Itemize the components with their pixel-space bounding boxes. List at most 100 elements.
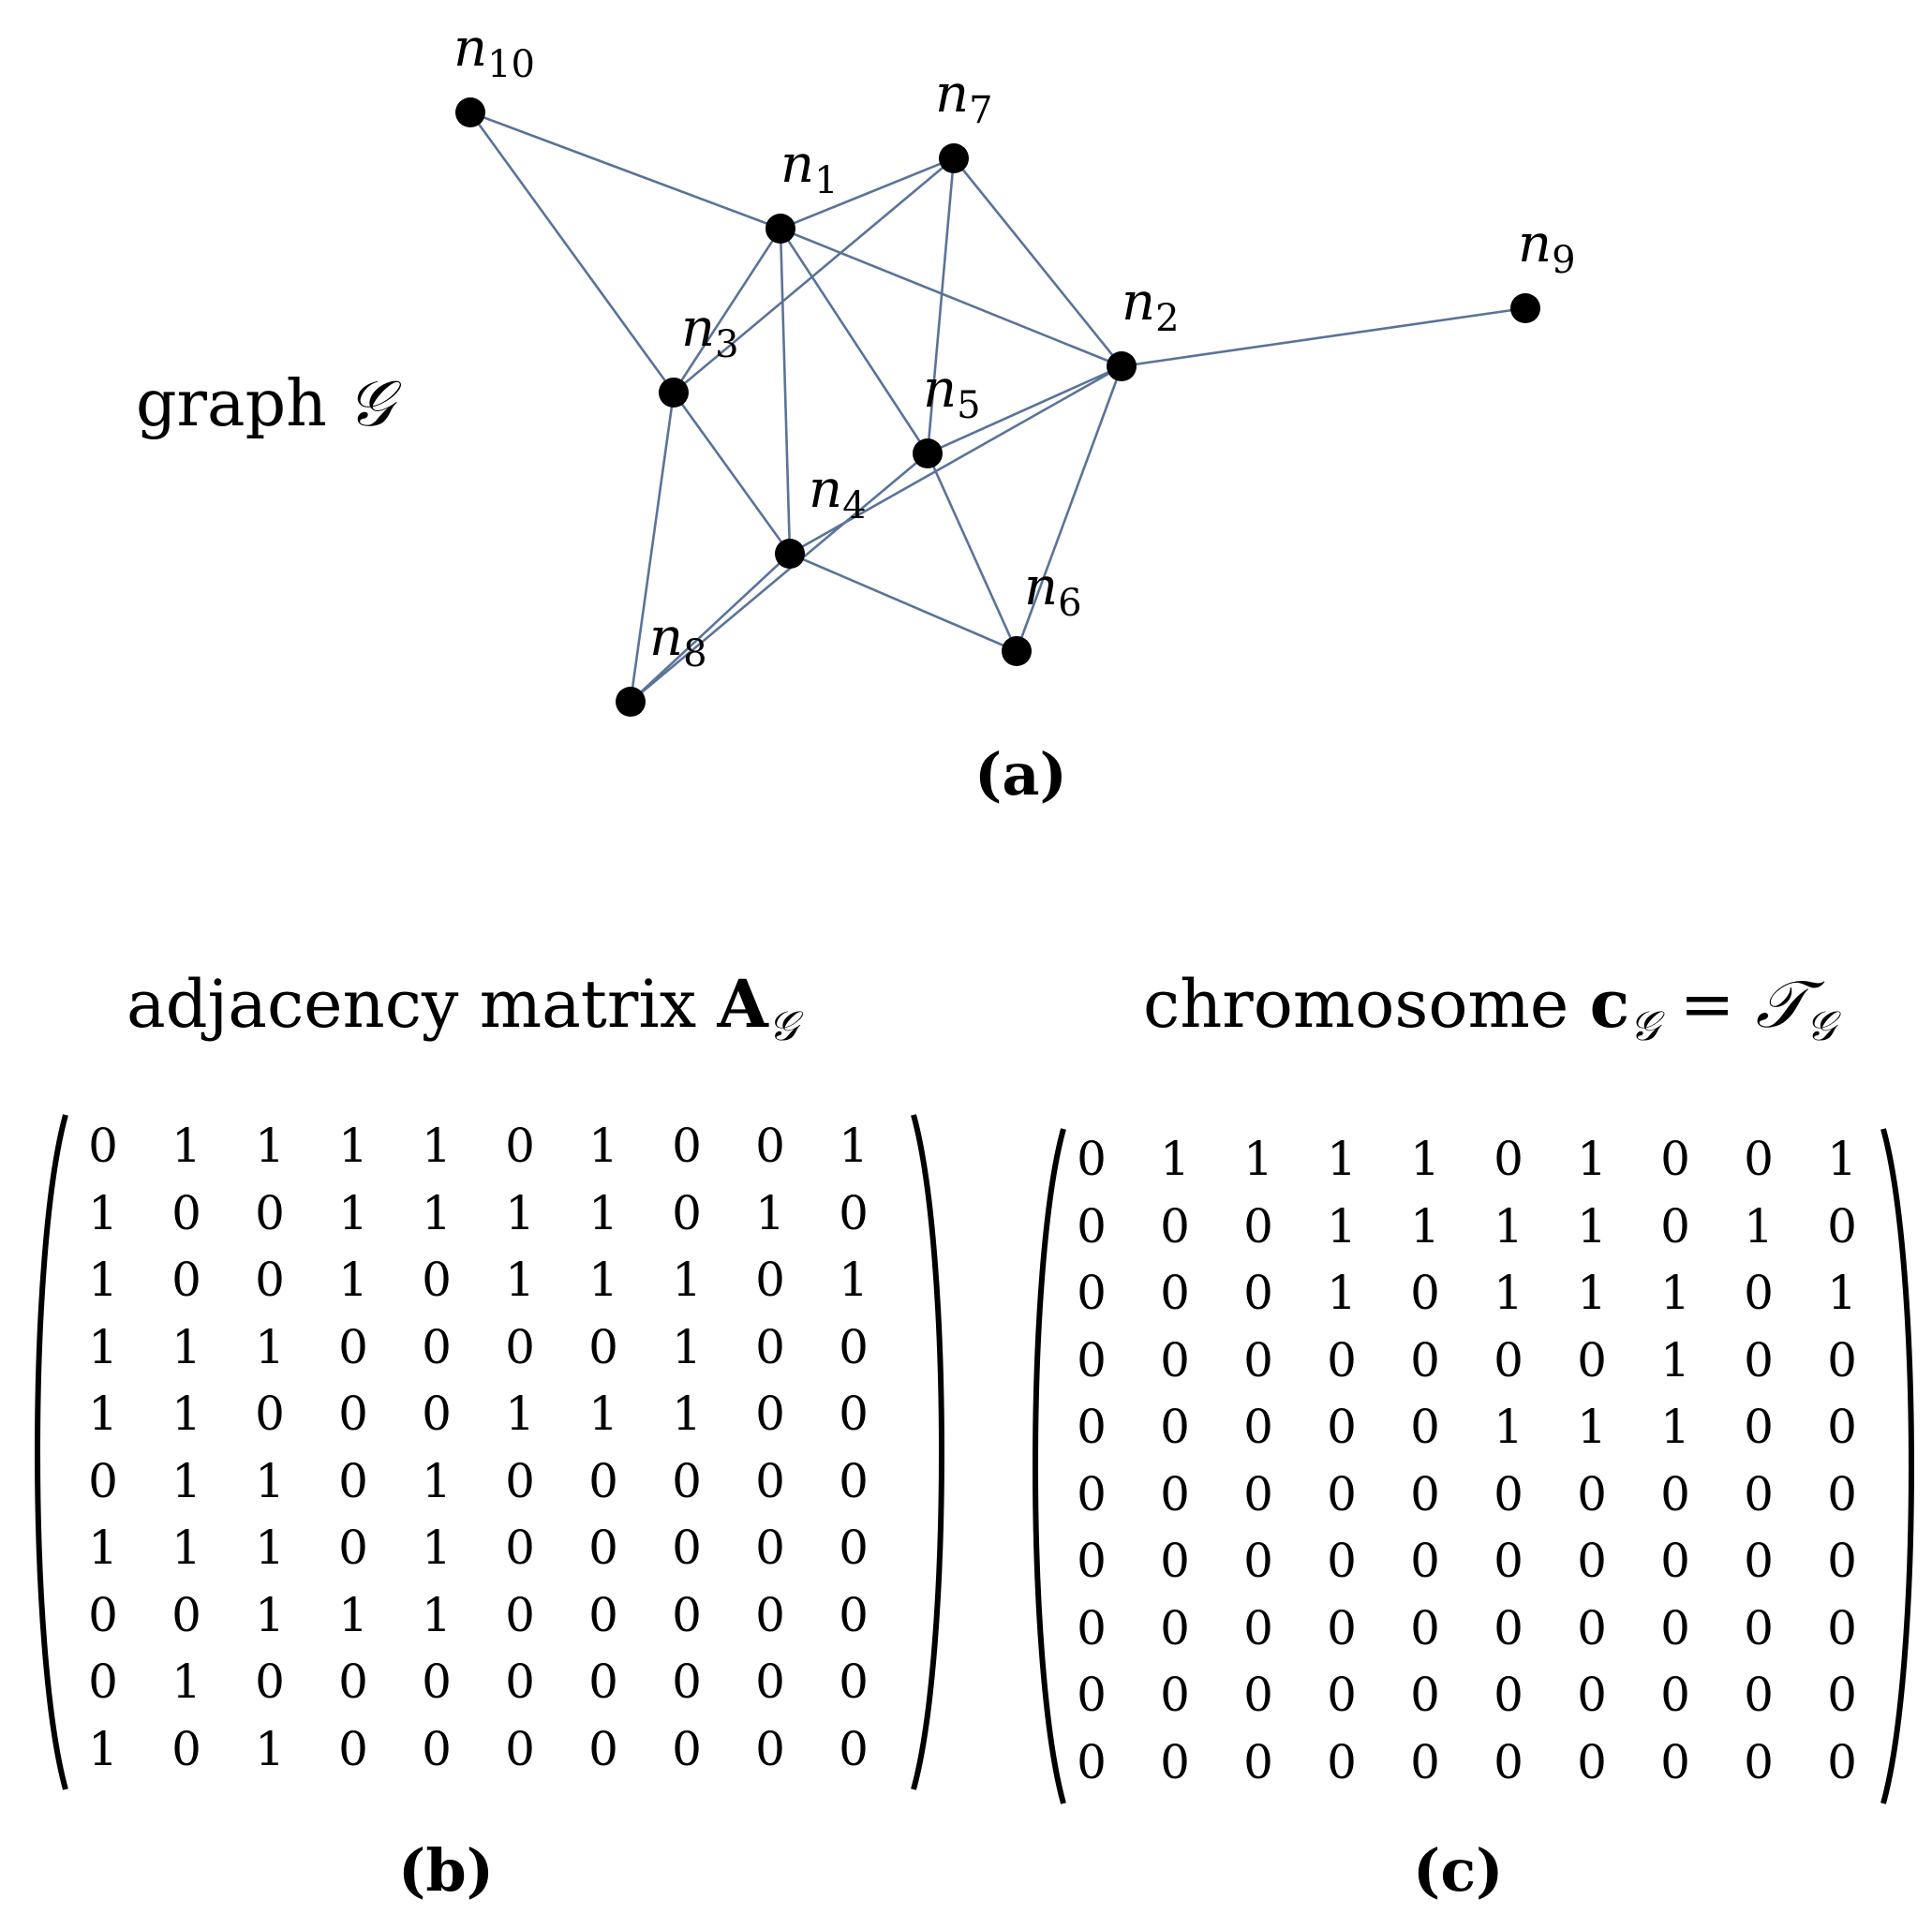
adjacency-cell: 1 (338, 1587, 368, 1642)
chromosome-cell: 0 (1827, 1668, 1857, 1722)
node-label-n5: n5 (923, 359, 981, 427)
adjacency-cell: 0 (422, 1654, 452, 1709)
adjacency-cell: 0 (672, 1453, 702, 1508)
adjacency-cell: 0 (338, 1521, 368, 1575)
edge-n1-n7 (780, 156, 955, 230)
graph-nodes (455, 97, 1540, 717)
adjacency-cell: 1 (171, 1387, 201, 1441)
chromosome-cell: 0 (1744, 1534, 1774, 1588)
adjacency-cell: 1 (422, 1453, 452, 1508)
chromosome-cell: 0 (1410, 1400, 1440, 1454)
chromosome-cell: 0 (1827, 1400, 1857, 1454)
chromosome-cell: 0 (1243, 1734, 1273, 1789)
node-label-n8: n8 (649, 607, 707, 675)
adjacency-cell: 0 (588, 1521, 618, 1575)
node-n1 (765, 214, 795, 244)
chromosome-cell: 0 (1410, 1600, 1440, 1655)
adjacency-cell: 1 (88, 1721, 118, 1776)
chromosome-cell: 0 (1160, 1668, 1190, 1722)
adjacency-cell: 1 (588, 1253, 618, 1307)
adjacency-cell: 1 (88, 1185, 118, 1240)
chromosome-cell: 1 (1494, 1266, 1523, 1320)
edge-n1-n5 (779, 228, 929, 454)
adjacency-cell: 1 (422, 1587, 452, 1642)
adjacency-cell: 1 (755, 1185, 785, 1240)
chromosome-cell: 0 (1660, 1466, 1690, 1521)
node-n10 (455, 97, 485, 127)
chromosome-cell: 0 (1494, 1600, 1523, 1655)
adjacency-cell: 0 (755, 1253, 785, 1307)
chromosome-cell: 0 (1243, 1332, 1273, 1387)
chromosome-cell: 1 (1327, 1266, 1357, 1320)
adjacency-cell: 0 (255, 1387, 285, 1441)
adjacency-cell: 1 (338, 1185, 368, 1240)
chromosome-cell: 0 (1077, 1466, 1107, 1521)
adjacency-title: adjacency matrix A𝒢 (126, 965, 797, 1050)
chromosome-cell: 1 (1160, 1132, 1190, 1186)
adjacency-cell: 0 (422, 1319, 452, 1374)
adjacency-cell: 1 (588, 1185, 618, 1240)
node-n9 (1510, 293, 1540, 323)
chromosome-cell: 0 (1744, 1734, 1774, 1789)
adjacency-cell: 0 (755, 1721, 785, 1776)
adjacency-cell: 0 (672, 1185, 702, 1240)
edge-n1-n3 (672, 228, 782, 393)
adjacency-cell: 0 (338, 1721, 368, 1776)
adjacency-cell: 1 (88, 1253, 118, 1307)
adjacency-title-subscript: 𝒢 (767, 1002, 798, 1050)
chromosome-cell: 0 (1744, 1466, 1774, 1521)
chromosome-cell: 0 (1410, 1332, 1440, 1387)
edge-n1-n4 (779, 228, 792, 555)
chromosome-cell: 0 (1410, 1466, 1440, 1521)
chromosome-cell: 0 (1327, 1400, 1357, 1454)
node-n5 (913, 438, 943, 468)
adjacency-cell: 0 (672, 1521, 702, 1575)
chromosome-cell: 0 (1243, 1466, 1273, 1521)
adjacency-cell: 1 (88, 1521, 118, 1575)
chromosome-cell: 0 (1077, 1600, 1107, 1655)
edge-n2-n7 (952, 157, 1123, 367)
chromosome-cell: 0 (1744, 1266, 1774, 1320)
chromosome-cell: 0 (1827, 1534, 1857, 1588)
adjacency-cell: 1 (255, 1319, 285, 1374)
chromosome-cell: 0 (1410, 1734, 1440, 1789)
adjacency-cell: 1 (88, 1387, 118, 1441)
adjacency-cell: 0 (839, 1453, 869, 1508)
chromosome-cell: 0 (1494, 1332, 1523, 1387)
chromosome-title-subscript: 𝒢 (1629, 1002, 1659, 1050)
chromosome-cell: 0 (1577, 1332, 1607, 1387)
adjacency-cell: 1 (588, 1119, 618, 1173)
adjacency-cell: 0 (505, 1453, 535, 1508)
adjacency-cell: 0 (338, 1453, 368, 1508)
chromosome-cell: 0 (1327, 1600, 1357, 1655)
chromosome-cell: 0 (1660, 1132, 1690, 1186)
chromosome-cell: 0 (1827, 1600, 1857, 1655)
adjacency-cell: 0 (672, 1119, 702, 1173)
chromosome-cell: 0 (1410, 1668, 1440, 1722)
chromosome-cell: 0 (1577, 1600, 1607, 1655)
chromosome-cell: 1 (1660, 1266, 1690, 1320)
chromosome-cell: 1 (1327, 1198, 1357, 1254)
adjacency-cell: 0 (839, 1319, 869, 1374)
adjacency-cell: 0 (505, 1119, 535, 1173)
adjacency-cell: 1 (505, 1253, 535, 1307)
adjacency-cell: 1 (338, 1119, 368, 1173)
adjacency-cell: 1 (255, 1453, 285, 1508)
adjacency-cell: 1 (672, 1387, 702, 1441)
adjacency-cell: 0 (588, 1319, 618, 1374)
adjacency-cell: 0 (839, 1721, 869, 1776)
graph-caption-symbol: 𝒢 (347, 367, 393, 441)
chromosome-cell: 0 (1660, 1668, 1690, 1722)
